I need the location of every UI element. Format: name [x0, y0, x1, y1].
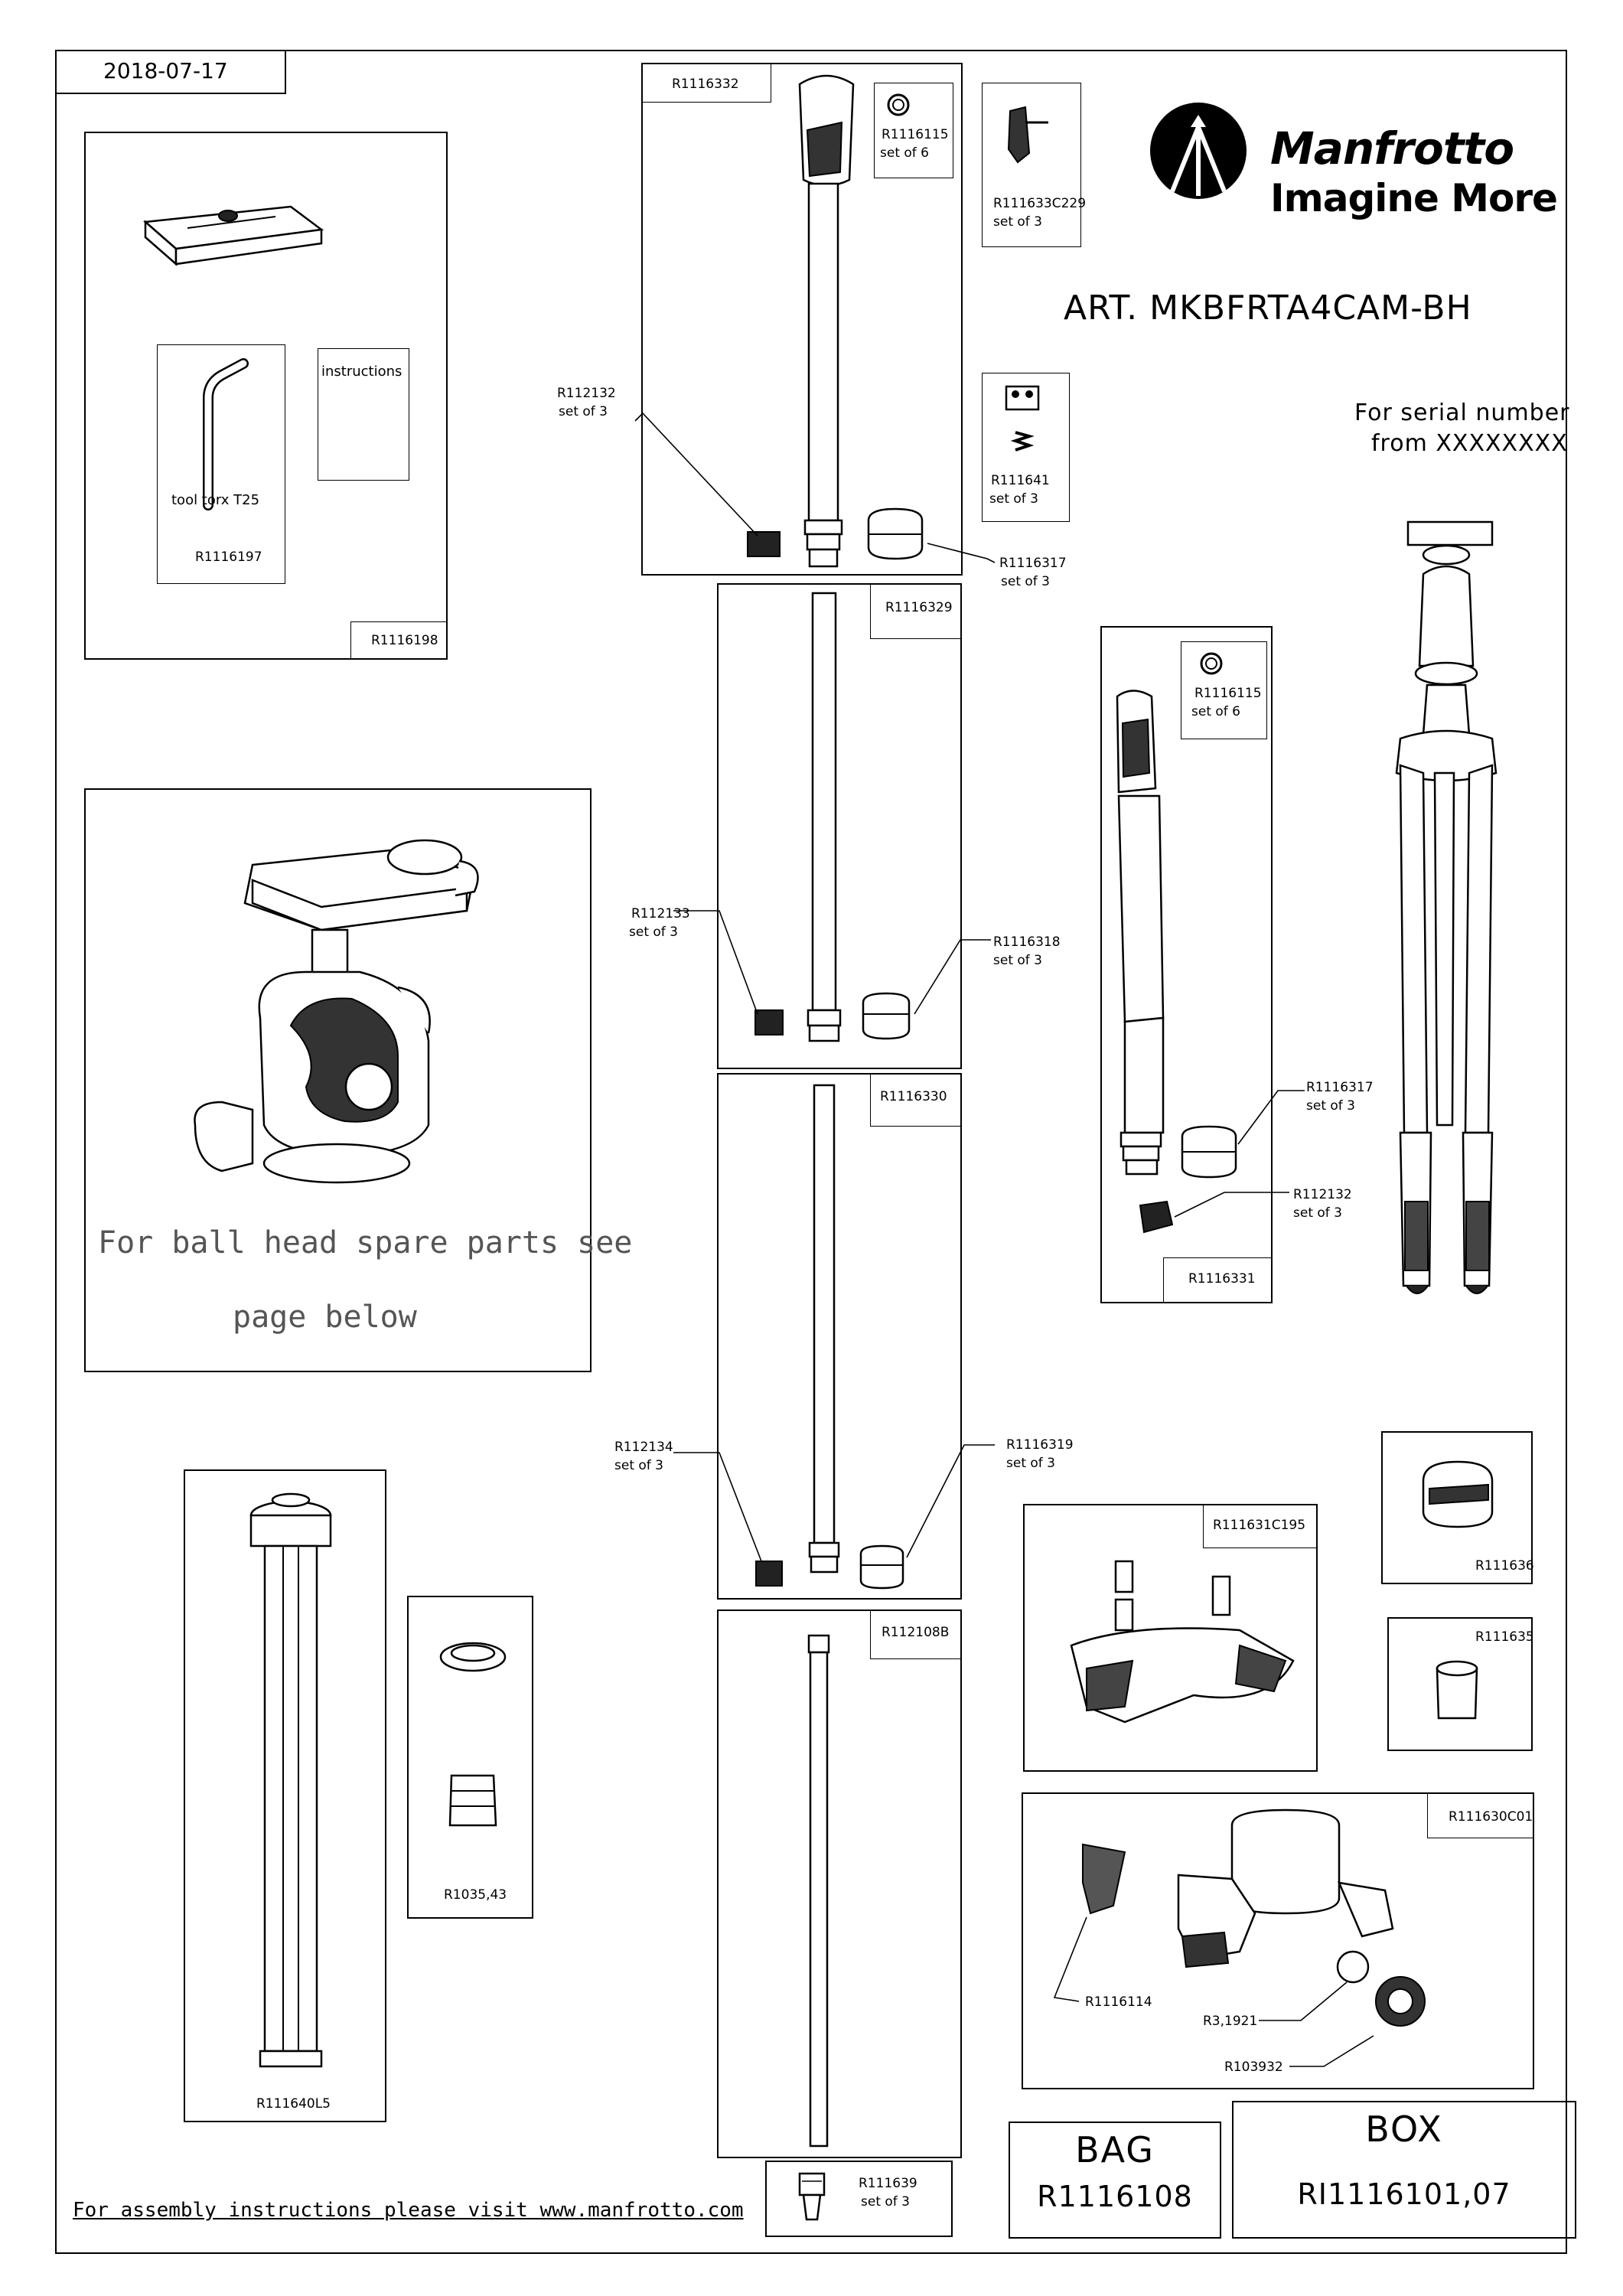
date-label: 2018-07-17 — [103, 58, 228, 83]
collar-r111636-box — [1381, 1431, 1533, 1584]
ring-alt-code: R1116115 — [1194, 686, 1262, 701]
casting-box — [1022, 1792, 1534, 2089]
spring-code: R111641 — [991, 473, 1050, 488]
tool-label: tool torx T25 — [171, 492, 260, 508]
ballhead-box — [84, 788, 592, 1372]
page-frame — [55, 50, 1567, 2254]
leg-section4-box — [717, 1609, 962, 2158]
foot-qty-r112132: set of 3 — [559, 404, 608, 419]
article-number: ART. MKBFRTA4CAM-BH — [1064, 289, 1472, 328]
bag-code: R1116108 — [1037, 2180, 1193, 2213]
leg-section2-box — [717, 583, 962, 1069]
ring-qty: set of 6 — [880, 145, 929, 161]
ring-code: R1116115 — [882, 127, 949, 142]
collar-qty-r1116319: set of 3 — [1006, 1456, 1055, 1471]
collar-alt-code: R1116317 — [1306, 1080, 1374, 1095]
leg-section2-code-tab — [870, 583, 962, 639]
foot-code-r112134: R112134 — [614, 1440, 673, 1455]
brand-name: Manfrotto — [1270, 122, 1514, 174]
column-parts-code: R1035,43 — [444, 1887, 507, 1903]
foot-qty-r112134: set of 3 — [614, 1458, 663, 1473]
bag-title: BAG — [1075, 2129, 1155, 2170]
ring-alt-qty: set of 6 — [1191, 704, 1240, 719]
leg-section4-code: R112108B — [882, 1625, 950, 1640]
leg-top-code: R1116332 — [672, 77, 739, 92]
ballhead-note-line1: For ball head spare parts see — [98, 1225, 633, 1261]
leg-section4-code-tab — [870, 1609, 962, 1659]
leg-section3-code: R1116330 — [880, 1089, 947, 1104]
collar-qty-r1116317: set of 3 — [1001, 574, 1050, 589]
serial-line-1: For serial number — [1354, 400, 1570, 426]
casting-code-tab — [1427, 1792, 1534, 1838]
collar-r111635-code: R111635 — [1475, 1629, 1534, 1645]
instructions-box — [318, 348, 409, 481]
foot-spike-box — [765, 2161, 953, 2237]
accessories-box — [84, 132, 448, 660]
foot-spike-qty: set of 3 — [861, 2194, 910, 2210]
collar-r111636-code: R111636 — [1475, 1558, 1534, 1574]
center-column-code: R111640L5 — [256, 2096, 331, 2112]
instructions-label: instructions — [321, 364, 402, 380]
box-box — [1232, 2101, 1576, 2239]
tool-box — [157, 344, 285, 584]
brand-slogan: Imagine More — [1270, 176, 1558, 220]
leg-top-code-tab — [641, 63, 771, 103]
leg-section2-code: R1116329 — [885, 600, 953, 615]
accessories-code: R1116198 — [371, 633, 438, 648]
center-column-box — [184, 1469, 386, 2122]
spider-code: R111631C195 — [1213, 1518, 1306, 1533]
serial-line-2: from XXXXXXXX — [1371, 430, 1568, 457]
foot-code-r112132: R112132 — [557, 386, 616, 401]
casting-knob-code: R3,1921 — [1203, 2014, 1258, 2029]
ring-box — [874, 83, 953, 178]
leg-alt-code: R1116331 — [1188, 1271, 1256, 1287]
collar-code-r1116318: R1116318 — [993, 934, 1061, 950]
collar-qty-r1116318: set of 3 — [993, 953, 1042, 968]
ballhead-note-line2: page below — [233, 1300, 417, 1335]
leg-top-box — [641, 63, 963, 576]
lever-code: R111633C229 — [993, 196, 1087, 211]
box-code: RI1116101,07 — [1297, 2177, 1511, 2211]
collar-code-r1116317: R1116317 — [999, 556, 1067, 571]
collar-code-r1116319: R1116319 — [1006, 1437, 1074, 1453]
leg-section3-box — [717, 1073, 962, 1600]
foot-code-r112133: R112133 — [631, 906, 690, 921]
leg-alt-code-tab — [1163, 1257, 1273, 1303]
foot-alt-qty: set of 3 — [1293, 1205, 1342, 1221]
collar-alt-qty: set of 3 — [1306, 1098, 1355, 1114]
foot-qty-r112133: set of 3 — [629, 925, 678, 940]
column-parts-box — [407, 1596, 533, 1919]
assembly-note[interactable]: For assembly instructions please visit w… — [73, 2199, 744, 2222]
foot-alt-code: R112132 — [1293, 1187, 1352, 1202]
ring-alt-box — [1181, 641, 1267, 739]
spring-qty: set of 3 — [989, 491, 1038, 507]
spider-box — [1023, 1504, 1318, 1772]
lever-qty: set of 3 — [993, 214, 1042, 230]
accessories-code-tab — [350, 621, 448, 660]
collar-r111635-box — [1387, 1617, 1533, 1751]
foot-spike-code: R111639 — [859, 2176, 917, 2191]
casting-lever-code: R1116114 — [1085, 1994, 1152, 2010]
spider-code-tab — [1203, 1504, 1318, 1548]
date-tab — [55, 50, 286, 94]
bag-box — [1009, 2122, 1221, 2239]
lever-box — [982, 83, 1081, 247]
spring-box — [982, 373, 1070, 522]
box-title: BOX — [1365, 2108, 1443, 2150]
casting-cap-code: R103932 — [1224, 2060, 1283, 2075]
leg-section3-code-tab — [870, 1073, 962, 1127]
casting-code: R111630C01 — [1449, 1809, 1533, 1825]
tool-code: R1116197 — [195, 550, 262, 565]
